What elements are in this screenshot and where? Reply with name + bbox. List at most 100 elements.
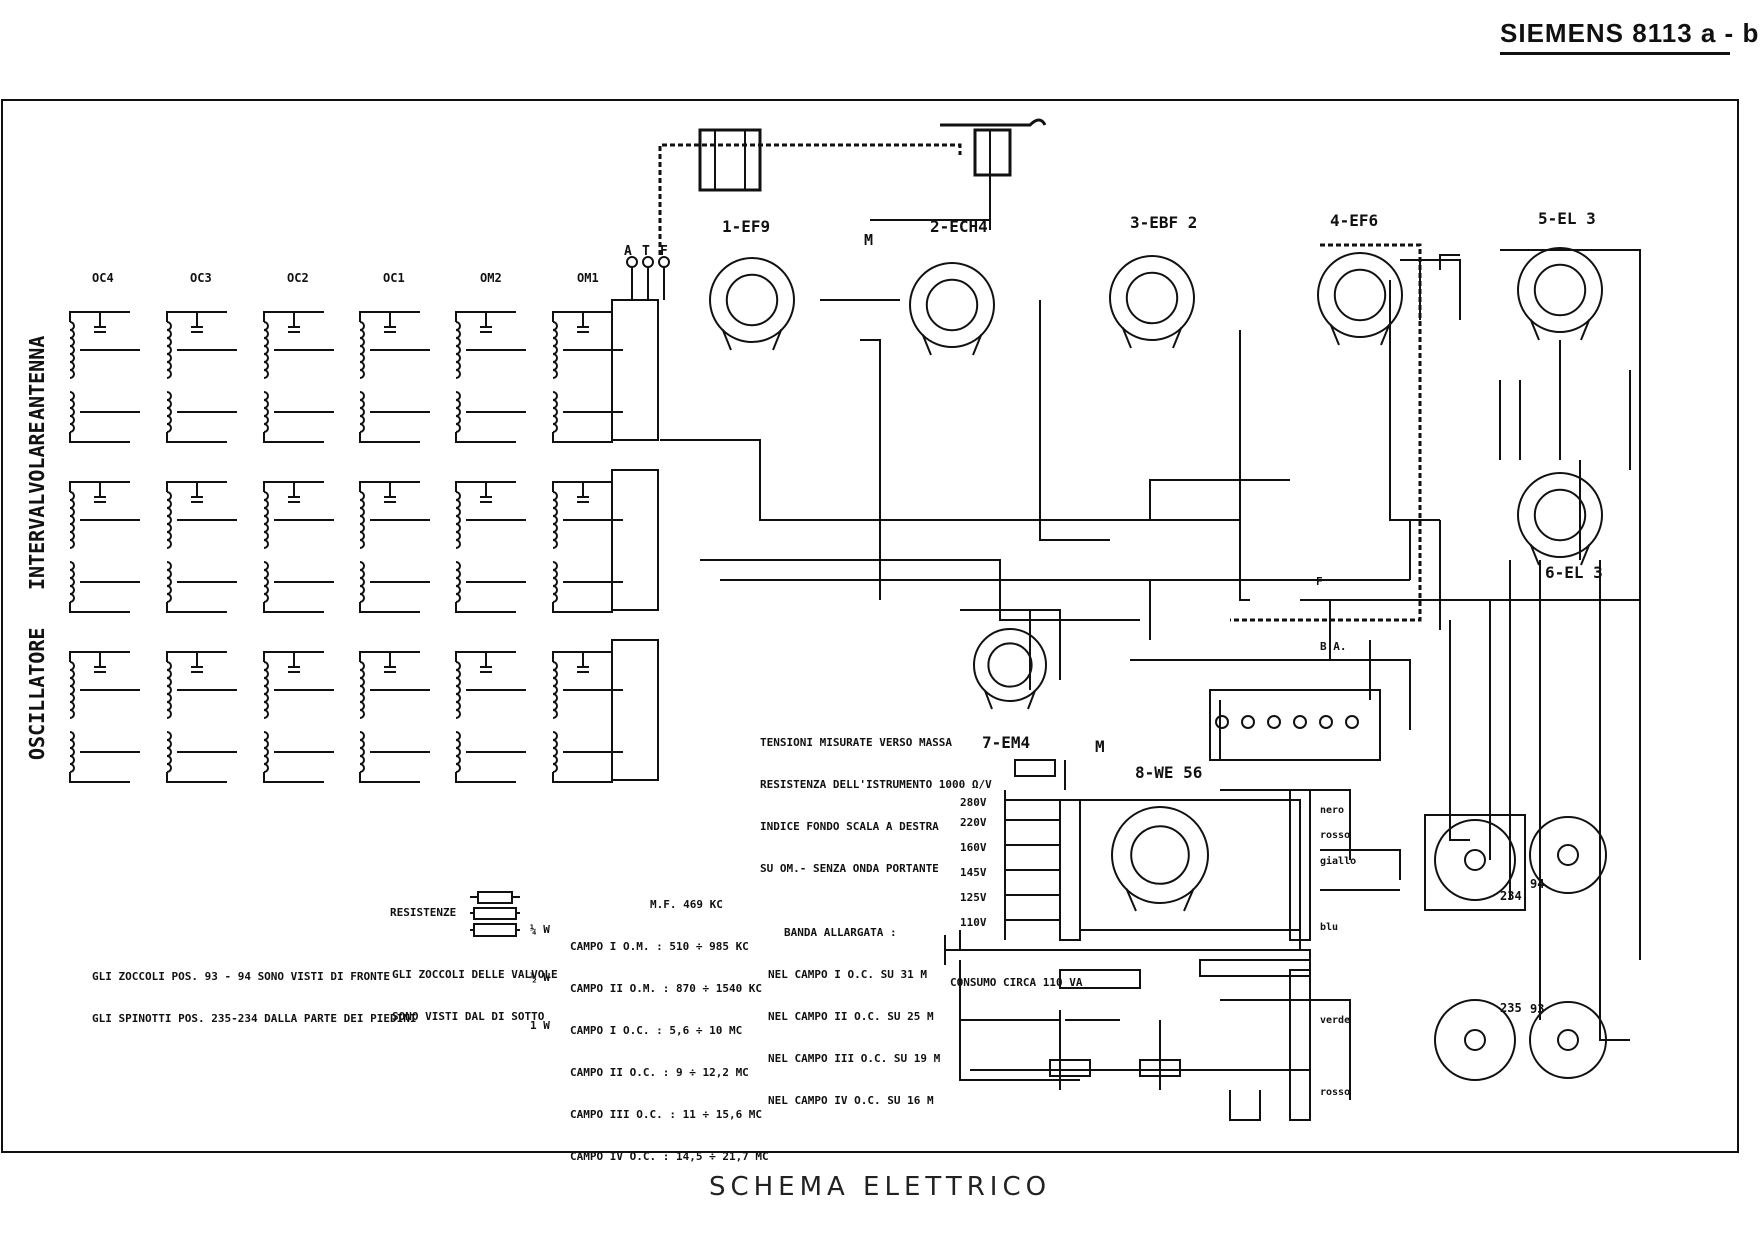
band-wiring <box>263 651 334 783</box>
fields-line-1: M.F. 469 KC <box>650 898 723 911</box>
tube-electrodes <box>1125 271 1179 325</box>
fields-line-3: CAMPO II O.M. : 870 ÷ 1540 KC <box>570 982 763 995</box>
voltage-note: TENSIONI MISURATE VERSO MASSA RESISTENZA… <box>760 708 992 904</box>
band-coil <box>166 321 172 379</box>
wire-rosso-2: rosso <box>1320 1087 1350 1098</box>
band-line-5: NEL CAMPO IV O.C. SU 16 M <box>768 1094 934 1107</box>
tube-label-2: 2-ECH4 <box>930 217 988 236</box>
tube-envelope <box>1517 472 1603 558</box>
band-coil <box>263 661 269 719</box>
band-line-2: NEL CAMPO I O.C. SU 31 M <box>768 968 927 981</box>
band-wiring <box>166 481 237 613</box>
band-line-1: BANDA ALLARGATA : <box>784 926 897 939</box>
mains-tap-220v: 220V <box>960 816 987 829</box>
tube-envelope <box>1317 252 1403 338</box>
band-wiring <box>552 481 623 613</box>
tube-envelope <box>909 262 995 348</box>
tube-electrodes <box>1333 268 1387 322</box>
band-coil <box>263 731 269 773</box>
col-label-oc1: OC1 <box>383 271 405 285</box>
mains-tap-280v: 280V <box>960 796 987 809</box>
band-coil <box>552 731 558 773</box>
band-wiring <box>552 311 623 443</box>
band-coil <box>166 731 172 773</box>
tube-envelope <box>973 628 1047 702</box>
sockets-valves-line-1: GLI ZOCCOLI DELLE VALVOLE <box>392 968 558 981</box>
socket-label-93: 93 <box>1530 1002 1544 1016</box>
wire-colours: nero rosso giallo blu verde rosso <box>1320 805 1356 1098</box>
tube-electrodes <box>925 278 979 332</box>
terminal-m2-label: M <box>1095 737 1105 756</box>
resistor-watts: ¼ W ½ W 1 W <box>530 890 557 1066</box>
fields-line-5: CAMPO II O.C. : 9 ÷ 12,2 MC <box>570 1066 749 1079</box>
wire-blu: blu <box>1320 922 1338 933</box>
wafer-switches <box>611 299 659 781</box>
band-coil <box>69 391 75 433</box>
tube-electrodes <box>1130 825 1190 885</box>
tone-switch-contacts <box>1215 715 1359 729</box>
tube-group <box>709 247 1603 912</box>
tube-electrodes <box>1533 488 1587 542</box>
col-label-om1: OM1 <box>577 271 599 285</box>
tube-label-6: 6-EL 3 <box>1545 563 1603 582</box>
band-line-4: NEL CAMPO III O.C. SU 19 M <box>768 1052 941 1065</box>
sockets-valves-line-2: SONO VISTI DAL DI SOTTO <box>392 1010 545 1023</box>
band-coil <box>359 561 365 603</box>
band-wiring <box>69 481 140 613</box>
col-label-oc3: OC3 <box>190 271 212 285</box>
wire-rosso-1: rosso <box>1320 830 1350 841</box>
tube-label-1: 1-EF9 <box>722 217 770 236</box>
band-wiring <box>359 481 430 613</box>
terminal-m1-label: M <box>864 231 873 249</box>
terminal-t-label: T <box>642 244 650 259</box>
sockets-valves-note: GLI ZOCCOLI DELLE VALVOLE SONO VISTI DAL… <box>392 940 558 1052</box>
band-wiring <box>263 311 334 443</box>
mains-tap-160v: 160V <box>960 841 987 854</box>
mains-tap-145v: 145V <box>960 866 987 879</box>
fields-note: M.F. 469 KC CAMPO I O.M. : 510 ÷ 985 KC … <box>570 870 769 1192</box>
band-wiring <box>263 481 334 613</box>
band-wiring <box>69 311 140 443</box>
band-coil <box>69 561 75 603</box>
band-coil <box>359 321 365 379</box>
band-coil <box>455 391 461 433</box>
header-underline <box>1500 52 1730 55</box>
fields-line-7: CAMPO IV O.C. : 14,5 ÷ 21,7 MC <box>570 1150 769 1163</box>
band-coil <box>552 491 558 549</box>
resistor-watt-one: 1 W <box>530 1019 550 1032</box>
band-coil <box>359 661 365 719</box>
tube-envelope <box>1111 806 1209 904</box>
band-wiring <box>166 651 237 783</box>
sockets <box>1424 814 1607 1081</box>
band-coil <box>69 731 75 773</box>
tube-pins <box>721 329 783 351</box>
band-coil <box>552 561 558 603</box>
footer-title: SCHEMA ELETTRICO <box>708 1172 1052 1202</box>
tube-label-4: 4-EF6 <box>1330 211 1378 230</box>
tube-envelope <box>709 257 795 343</box>
wire-giallo-1: giallo <box>1320 855 1356 867</box>
band-coil <box>455 661 461 719</box>
antenna-transformer <box>658 118 1047 255</box>
band-coil <box>69 321 75 379</box>
mains-taps: 280V 220V 160V 145V 125V 110V <box>960 796 987 929</box>
band-coil <box>166 491 172 549</box>
tube-pins <box>921 334 983 356</box>
antenna-terminals <box>626 256 670 300</box>
band-line-3: NEL CAMPO II O.C. SU 25 M <box>768 1010 934 1023</box>
band-wiring <box>359 651 430 783</box>
tube-envelope <box>1109 255 1195 341</box>
band-coil <box>69 491 75 549</box>
resistors-legend-label: RESISTENZE <box>390 906 457 919</box>
band-coil <box>552 321 558 379</box>
terminal-f-label: F <box>660 244 668 259</box>
sockets-front-line-2: GLI SPINOTTI POS. 235-234 DALLA PARTE DE… <box>92 1012 417 1025</box>
wire-nero-1: nero <box>1320 805 1344 816</box>
consumption-note: CONSUMO CIRCA 110 VA <box>950 976 1083 989</box>
mains-tap-110v: 110V <box>960 916 987 929</box>
band-coil <box>263 391 269 433</box>
fields-line-6: CAMPO III O.C. : 11 ÷ 15,6 MC <box>570 1108 763 1121</box>
sockets-front-note: GLI ZOCCOLI POS. 93 - 94 SONO VISTI DI F… <box>92 942 417 1054</box>
band-coil <box>552 391 558 433</box>
